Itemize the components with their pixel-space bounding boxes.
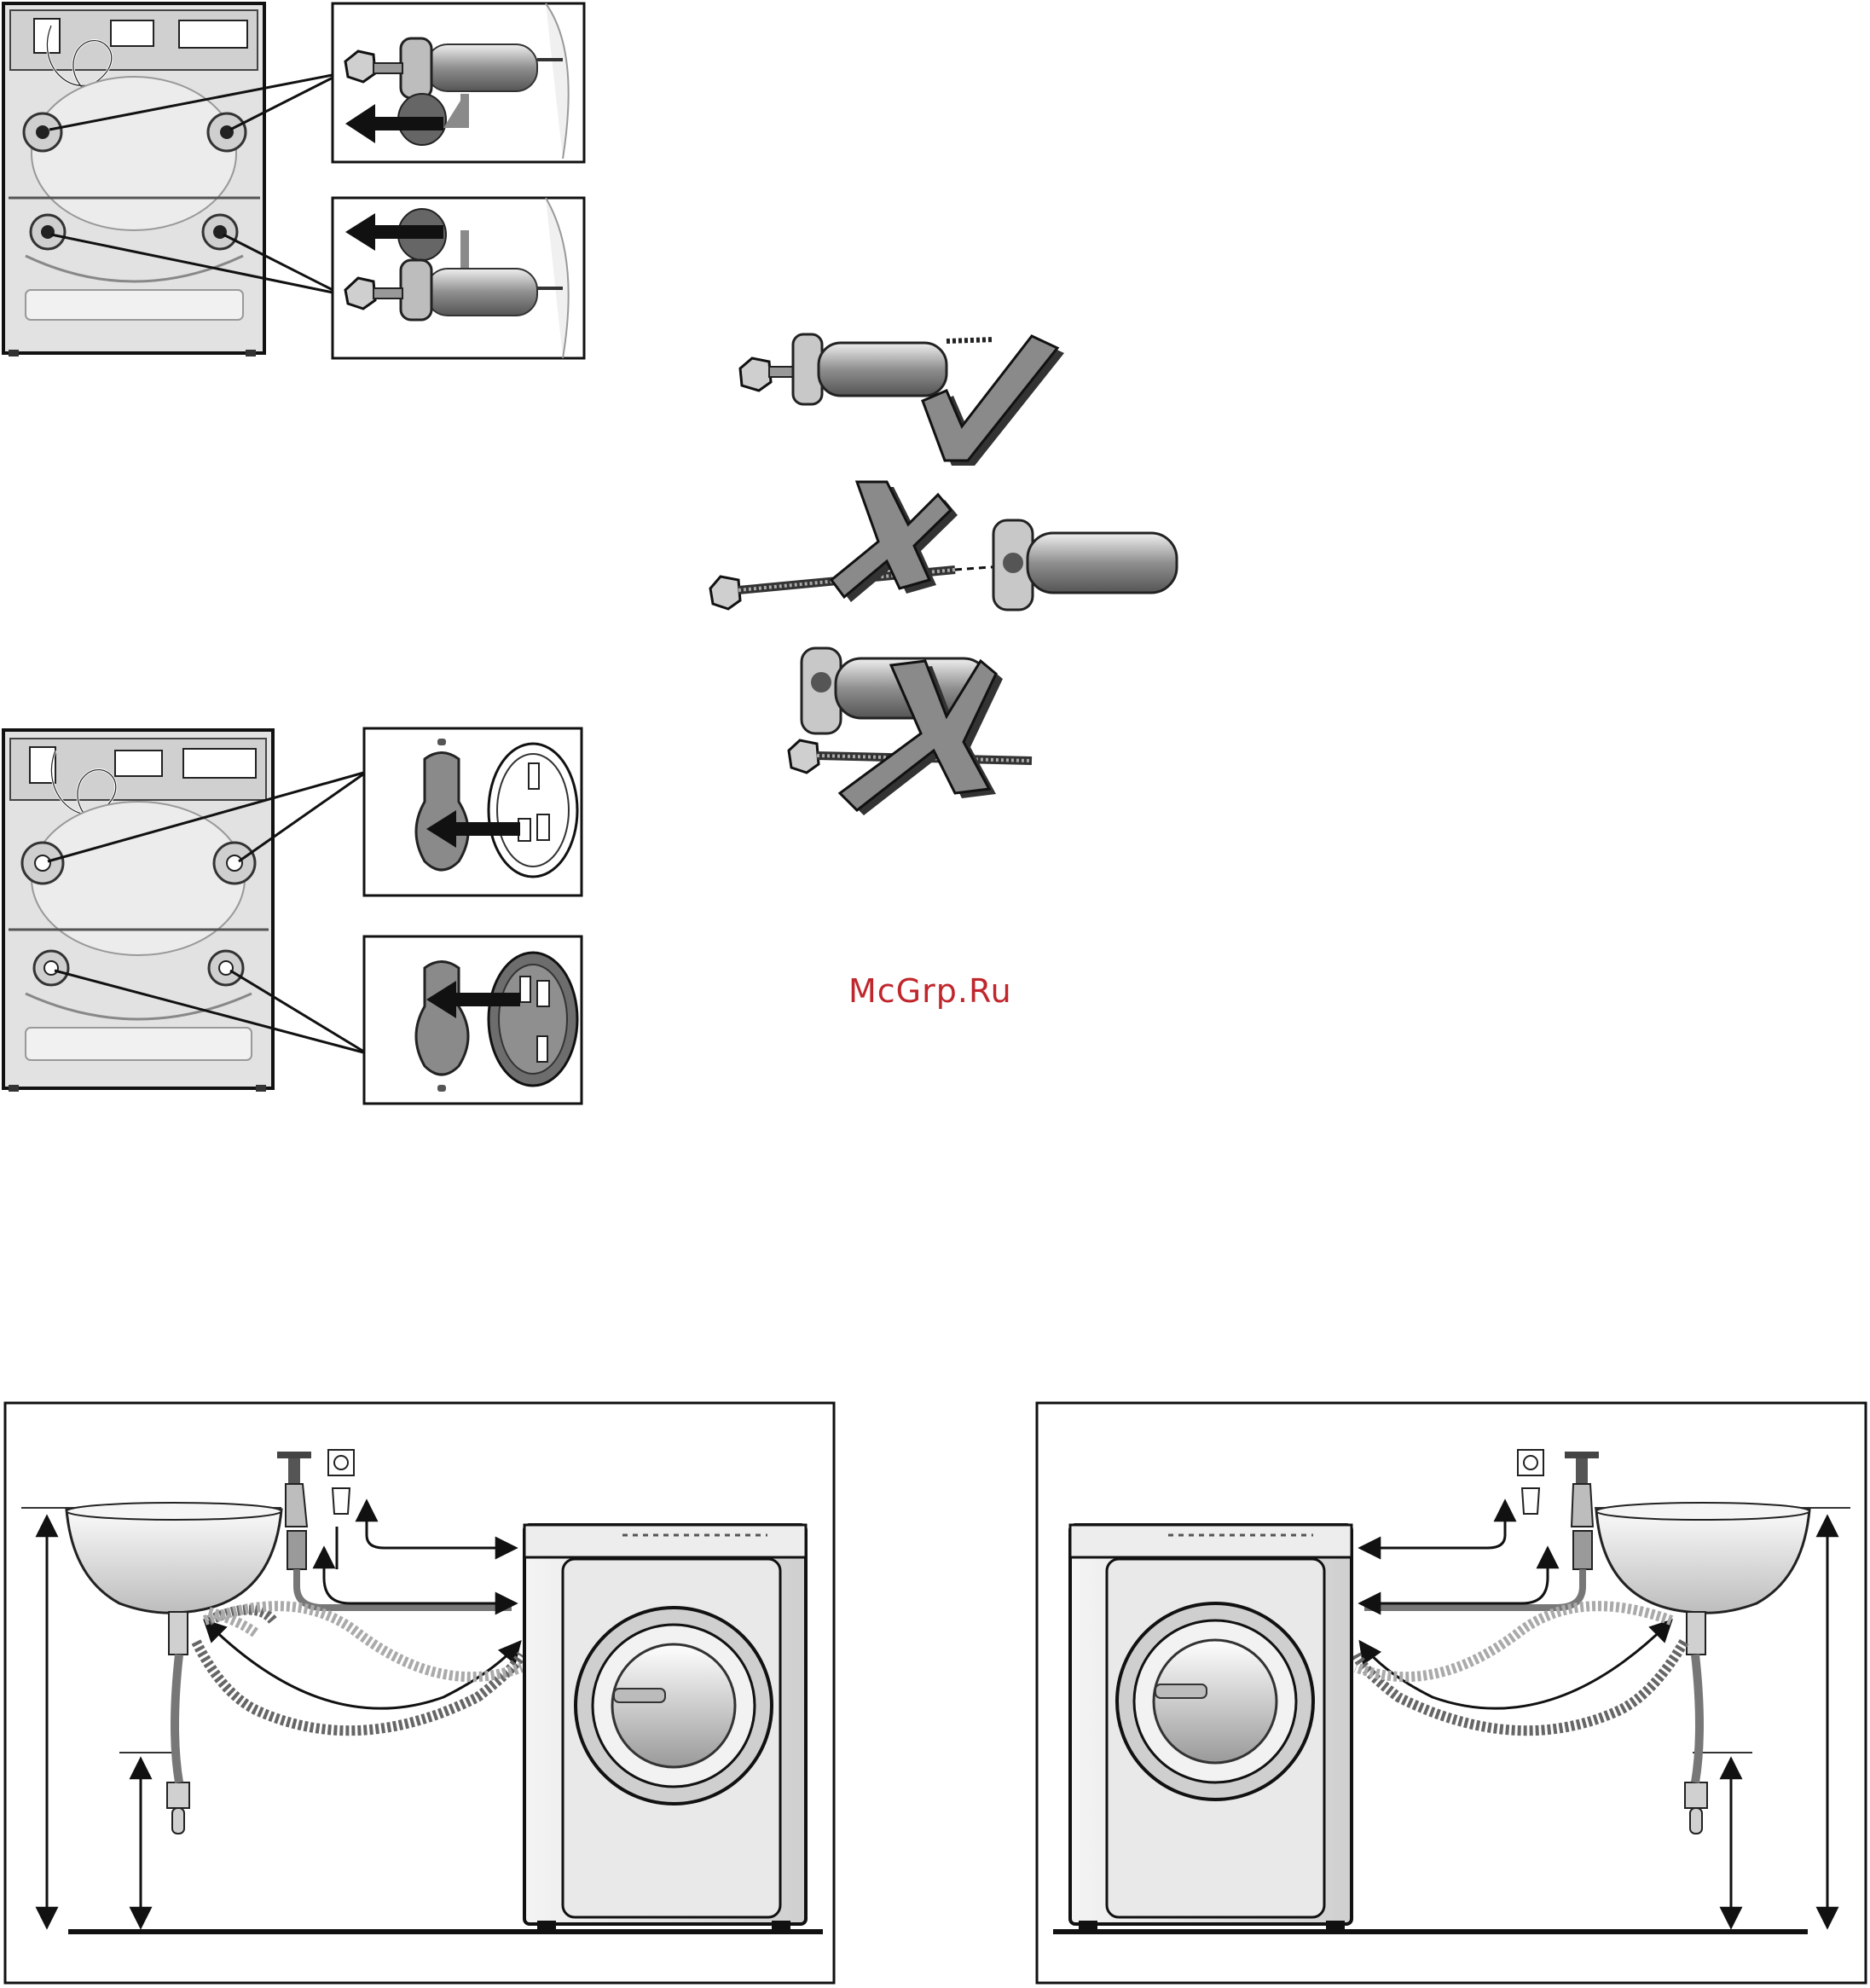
transit-bolt-rear-view [3,3,341,356]
cross-mark-icon [831,482,958,602]
installation-diagram-left [5,1403,834,1983]
transit-bolt-callout-bottom [333,198,584,358]
cover-caps-rear-view [3,730,367,1092]
transit-bolt-callout-top [333,3,584,162]
installation-diagram-right [1037,1403,1866,1983]
cover-cap-callout-bottom [364,936,582,1104]
bolt-assembly-correct [740,334,993,404]
cover-cap-callout-top [364,728,582,895]
bolt-assembly-wrong-separated [710,520,1177,610]
watermark-text: McGrp.Ru [848,972,1053,1010]
